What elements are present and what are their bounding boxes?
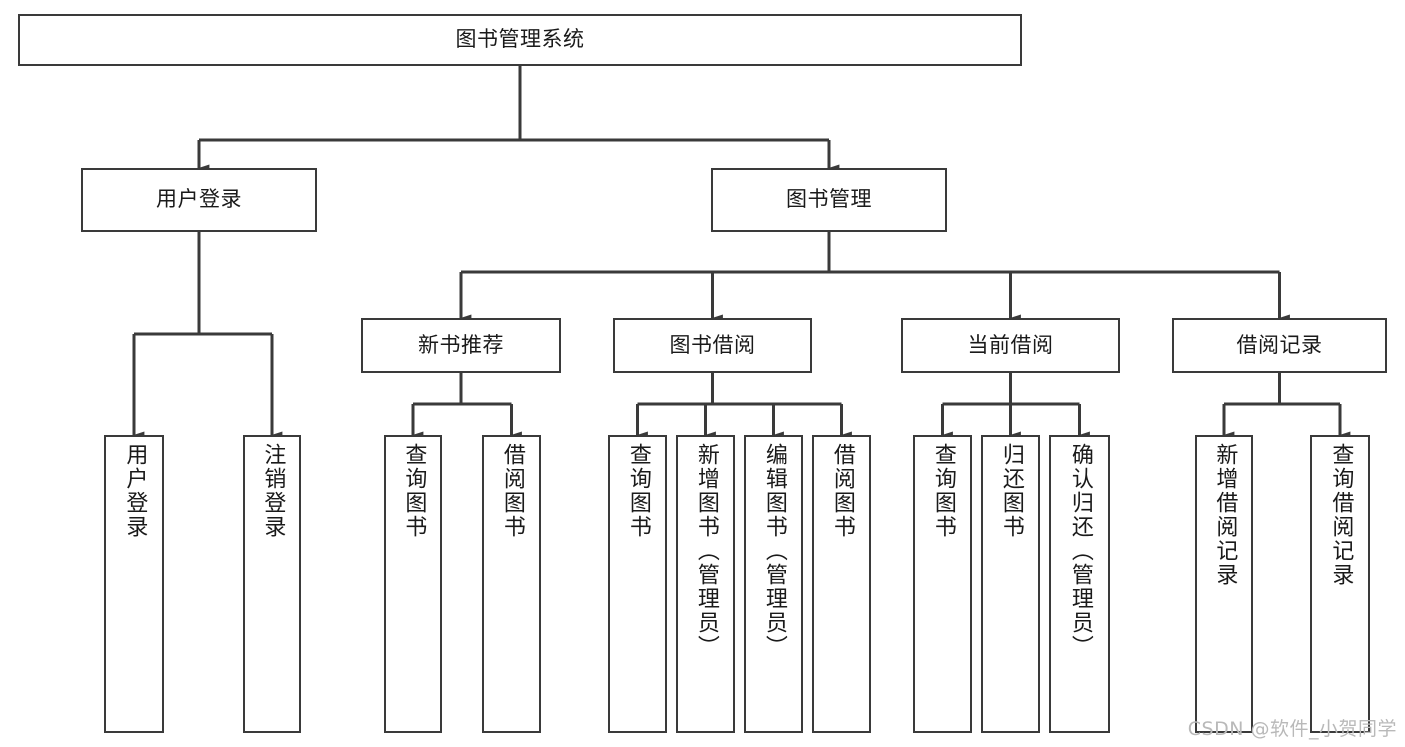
node-leaf-return-book-label: 归还图书 xyxy=(998,443,1024,539)
node-leaf-add-book[interactable]: 新增图书（管理员） xyxy=(676,435,735,733)
node-root-label: 图书管理系统 xyxy=(455,27,585,52)
node-new-book-recommend[interactable]: 新书推荐 xyxy=(361,318,561,373)
node-leaf-borrow-book-1[interactable]: 借阅图书 xyxy=(482,435,541,733)
node-leaf-query-book-3-label: 查询图书 xyxy=(930,443,956,539)
node-leaf-edit-book-label: 编辑图书（管理员） xyxy=(761,443,787,659)
node-leaf-borrow-book-1-label: 借阅图书 xyxy=(499,443,525,539)
node-leaf-query-book-1[interactable]: 查询图书 xyxy=(384,435,442,733)
node-leaf-logout-label: 注销登录 xyxy=(260,443,286,539)
node-current-borrow-label: 当前借阅 xyxy=(967,332,1054,357)
node-leaf-add-borrow-record-label: 新增借阅记录 xyxy=(1212,443,1238,587)
node-user-login-label: 用户登录 xyxy=(156,187,242,212)
node-leaf-confirm-return[interactable]: 确认归还（管理员） xyxy=(1049,435,1110,733)
node-book-manage-label: 图书管理 xyxy=(786,187,872,212)
node-leaf-edit-book[interactable]: 编辑图书（管理员） xyxy=(744,435,803,733)
node-leaf-confirm-return-label: 确认归还（管理员） xyxy=(1067,443,1093,659)
node-leaf-borrow-book-2-label: 借阅图书 xyxy=(829,443,855,539)
node-leaf-query-borrow-record[interactable]: 查询借阅记录 xyxy=(1310,435,1370,733)
node-borrow-record-label: 借阅记录 xyxy=(1236,332,1323,357)
node-leaf-logout[interactable]: 注销登录 xyxy=(243,435,301,733)
node-borrow-record[interactable]: 借阅记录 xyxy=(1172,318,1387,373)
node-book-borrow[interactable]: 图书借阅 xyxy=(613,318,812,373)
node-leaf-query-book-2-label: 查询图书 xyxy=(625,443,651,539)
node-leaf-query-book-3[interactable]: 查询图书 xyxy=(913,435,972,733)
node-new-book-recommend-label: 新书推荐 xyxy=(418,332,504,357)
node-leaf-query-book-2[interactable]: 查询图书 xyxy=(608,435,667,733)
node-leaf-add-borrow-record[interactable]: 新增借阅记录 xyxy=(1195,435,1253,733)
node-current-borrow[interactable]: 当前借阅 xyxy=(901,318,1120,373)
node-root[interactable]: 图书管理系统 xyxy=(18,14,1022,66)
node-book-manage[interactable]: 图书管理 xyxy=(711,168,947,232)
node-leaf-user-login-label: 用户登录 xyxy=(122,443,148,539)
node-leaf-query-book-1-label: 查询图书 xyxy=(401,443,427,539)
node-book-borrow-label: 图书借阅 xyxy=(669,332,756,357)
node-user-login[interactable]: 用户登录 xyxy=(81,168,317,232)
node-leaf-borrow-book-2[interactable]: 借阅图书 xyxy=(812,435,871,733)
node-leaf-user-login[interactable]: 用户登录 xyxy=(104,435,164,733)
node-leaf-add-book-label: 新增图书（管理员） xyxy=(693,443,719,659)
node-leaf-return-book[interactable]: 归还图书 xyxy=(981,435,1040,733)
node-leaf-query-borrow-record-label: 查询借阅记录 xyxy=(1328,443,1354,587)
